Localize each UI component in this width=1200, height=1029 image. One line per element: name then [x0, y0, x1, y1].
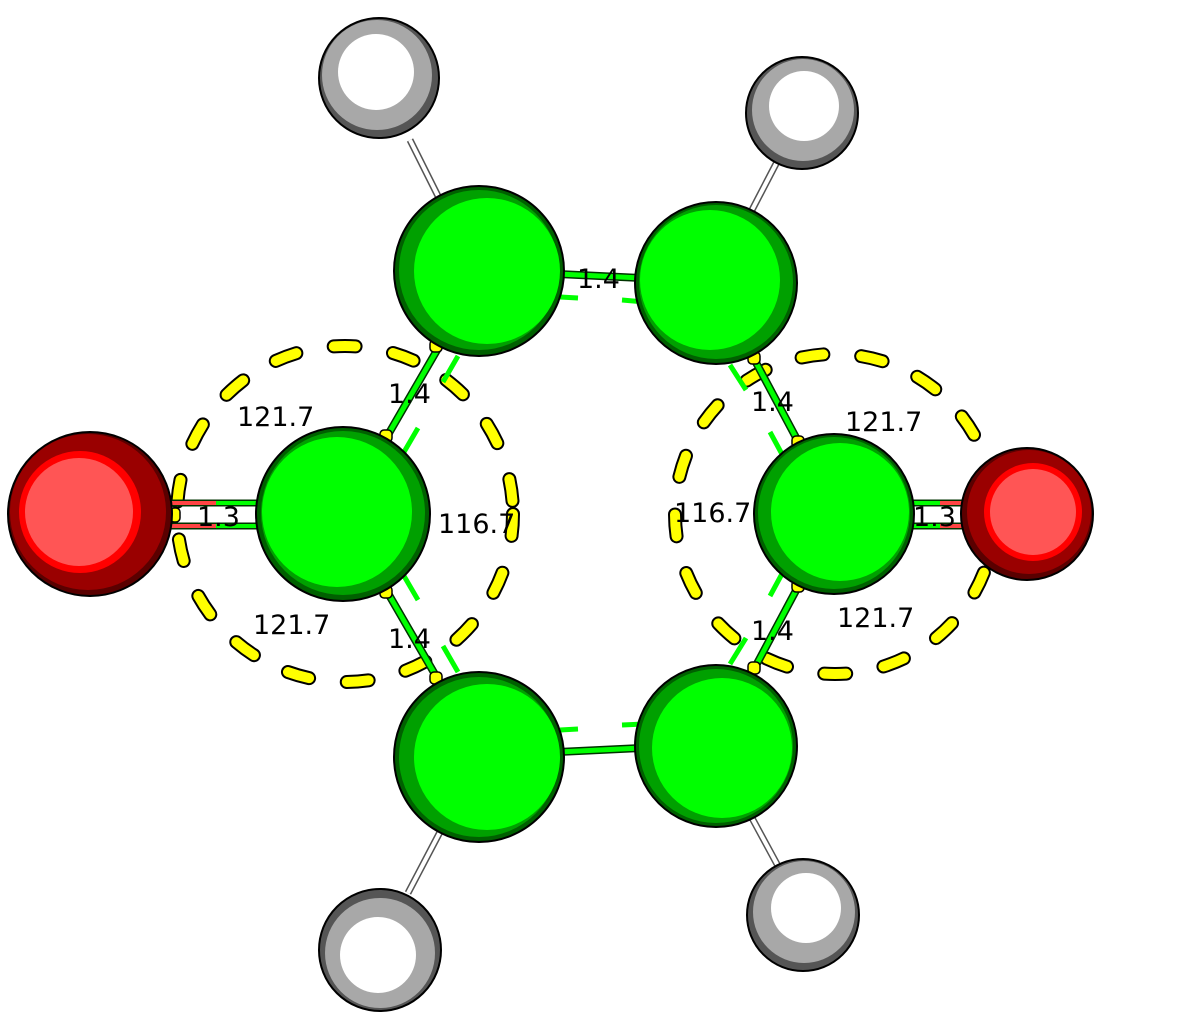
- atom-o2: [960, 447, 1094, 581]
- carbon-atoms: [255, 185, 915, 843]
- label-angle-c2-c1-c6: 116.7: [438, 509, 515, 540]
- ch-bonds: [404, 138, 782, 895]
- bond-c2-c3-inner: [557, 271, 641, 281]
- atom-c2: [393, 185, 565, 357]
- bond-c2-c3-dash-a: [559, 294, 579, 301]
- atom-h2: [318, 17, 440, 139]
- atom-c4: [753, 433, 915, 595]
- atom-o1: [7, 431, 173, 597]
- label-angle-o2-c4-c5: 121.7: [837, 603, 914, 634]
- bond-c5-h5-inner: [750, 817, 780, 867]
- label-bond-c3-c4: 1.4: [751, 387, 794, 418]
- bond-c4-c5-dash-b: [727, 636, 749, 666]
- bond-c4-c5-inner: [749, 581, 803, 675]
- bond-c6-c5-inner: [557, 745, 641, 755]
- bond-c1-c6-dash-b: [440, 644, 461, 674]
- bond-c3-c4-inner: [749, 353, 803, 447]
- hydrogen-atoms: [318, 17, 860, 1012]
- bond-c1-c2-dash-a: [401, 426, 421, 454]
- bond-c1-c6-dash-a: [401, 574, 421, 602]
- atom-c5: [634, 664, 798, 828]
- bond-c3-h3-inner: [750, 159, 780, 211]
- angle-circle-left-fill: [172, 341, 518, 687]
- atom-h6: [318, 888, 442, 1012]
- label-bond-c4-o2: 1.3: [913, 502, 956, 533]
- label-angle-o1-c1-c6: 121.7: [253, 610, 330, 641]
- label-bond-c4-c5: 1.4: [751, 616, 794, 647]
- cc-bonds: [381, 270, 804, 756]
- label-angle-c3-c4-c5: 116.7: [674, 498, 751, 529]
- atom-c6: [393, 671, 565, 843]
- label-bond-c1-c6: 1.4: [388, 624, 431, 655]
- label-bond-c1-o1: 1.3: [197, 502, 240, 533]
- measurement-labels: 1.4 1.4 1.4 1.4 1.4 1.3 1.3 121.7 121.7 …: [197, 264, 956, 655]
- atom-c3: [634, 201, 798, 365]
- atom-h5: [746, 858, 860, 972]
- atom-h3: [745, 56, 859, 170]
- bond-c3-c4-dash-a: [727, 363, 749, 392]
- label-angle-o2-c4-c3: 121.7: [845, 407, 922, 438]
- bond-c1-c2-dash-b: [440, 354, 461, 384]
- bond-c1-c6-inner: [382, 586, 443, 685]
- bond-c2-h2-inner: [408, 139, 442, 201]
- bond-c4-c5-dash-a: [767, 570, 786, 598]
- label-bond-c2-c3: 1.4: [577, 264, 620, 295]
- bond-c3-c4-dash-b: [767, 430, 786, 458]
- oxygen-atoms: [7, 431, 1094, 597]
- label-bond-c1-c2: 1.4: [388, 379, 431, 410]
- bond-c6-c5-dash-a: [559, 726, 579, 733]
- atom-c1: [255, 426, 431, 602]
- bond-c6-h6-inner: [406, 831, 442, 894]
- bond-c1-c2-inner: [382, 343, 443, 442]
- label-angle-o1-c1-c2: 121.7: [237, 402, 314, 433]
